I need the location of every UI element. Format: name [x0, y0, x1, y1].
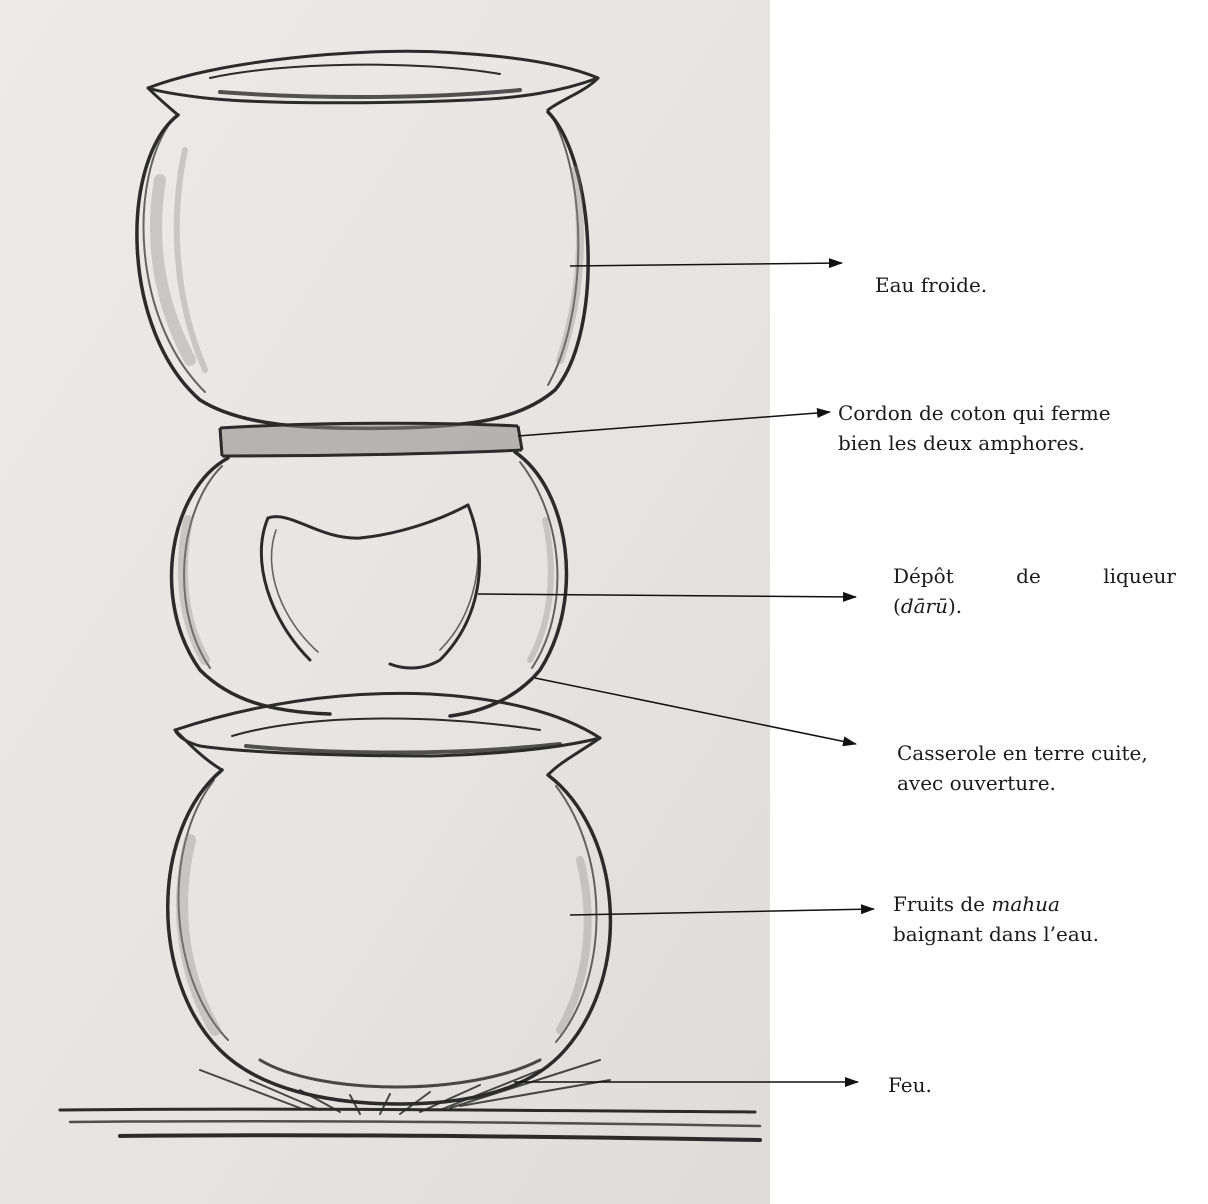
label-casserole: Casserole en terre cuite, avec ouverture…	[897, 738, 1207, 798]
label-fruits: Fruits de mahua baignant dans l’eau.	[893, 889, 1193, 949]
label-feu: Feu.	[888, 1070, 932, 1100]
label-depot-paren-open: (	[893, 594, 901, 618]
label-depot-line1: Dépôt de liqueur	[893, 561, 1176, 591]
label-depot-line2: (dārū).	[893, 591, 1176, 621]
label-cordon: Cordon de coton qui ferme bien les deux …	[838, 398, 1198, 458]
label-eau-froide: Eau froide.	[875, 270, 987, 300]
label-cordon-line1: Cordon de coton qui ferme	[838, 398, 1198, 428]
label-fruits-prefix: Fruits de	[893, 892, 991, 916]
label-feu-text: Feu.	[888, 1073, 932, 1097]
label-depot-word3: liqueur	[1103, 561, 1176, 591]
label-cordon-line2: bien les deux amphores.	[838, 428, 1198, 458]
label-depot-paren-close: ).	[948, 594, 962, 618]
distillation-sketch	[0, 0, 770, 1204]
label-fruits-term: mahua	[991, 892, 1060, 916]
label-depot-term: dārū	[901, 594, 948, 618]
label-fruits-line2: baignant dans l’eau.	[893, 919, 1193, 949]
label-depot: Dépôt de liqueur (dārū).	[893, 561, 1176, 621]
paper-background	[0, 0, 770, 1204]
label-fruits-line1: Fruits de mahua	[893, 889, 1193, 919]
cotton-cord	[220, 423, 522, 456]
label-casserole-line2: avec ouverture.	[897, 768, 1207, 798]
label-depot-word2: de	[1016, 561, 1041, 591]
label-depot-word1: Dépôt	[893, 561, 954, 591]
label-eau-froide-text: Eau froide.	[875, 273, 987, 297]
label-casserole-line1: Casserole en terre cuite,	[897, 738, 1207, 768]
